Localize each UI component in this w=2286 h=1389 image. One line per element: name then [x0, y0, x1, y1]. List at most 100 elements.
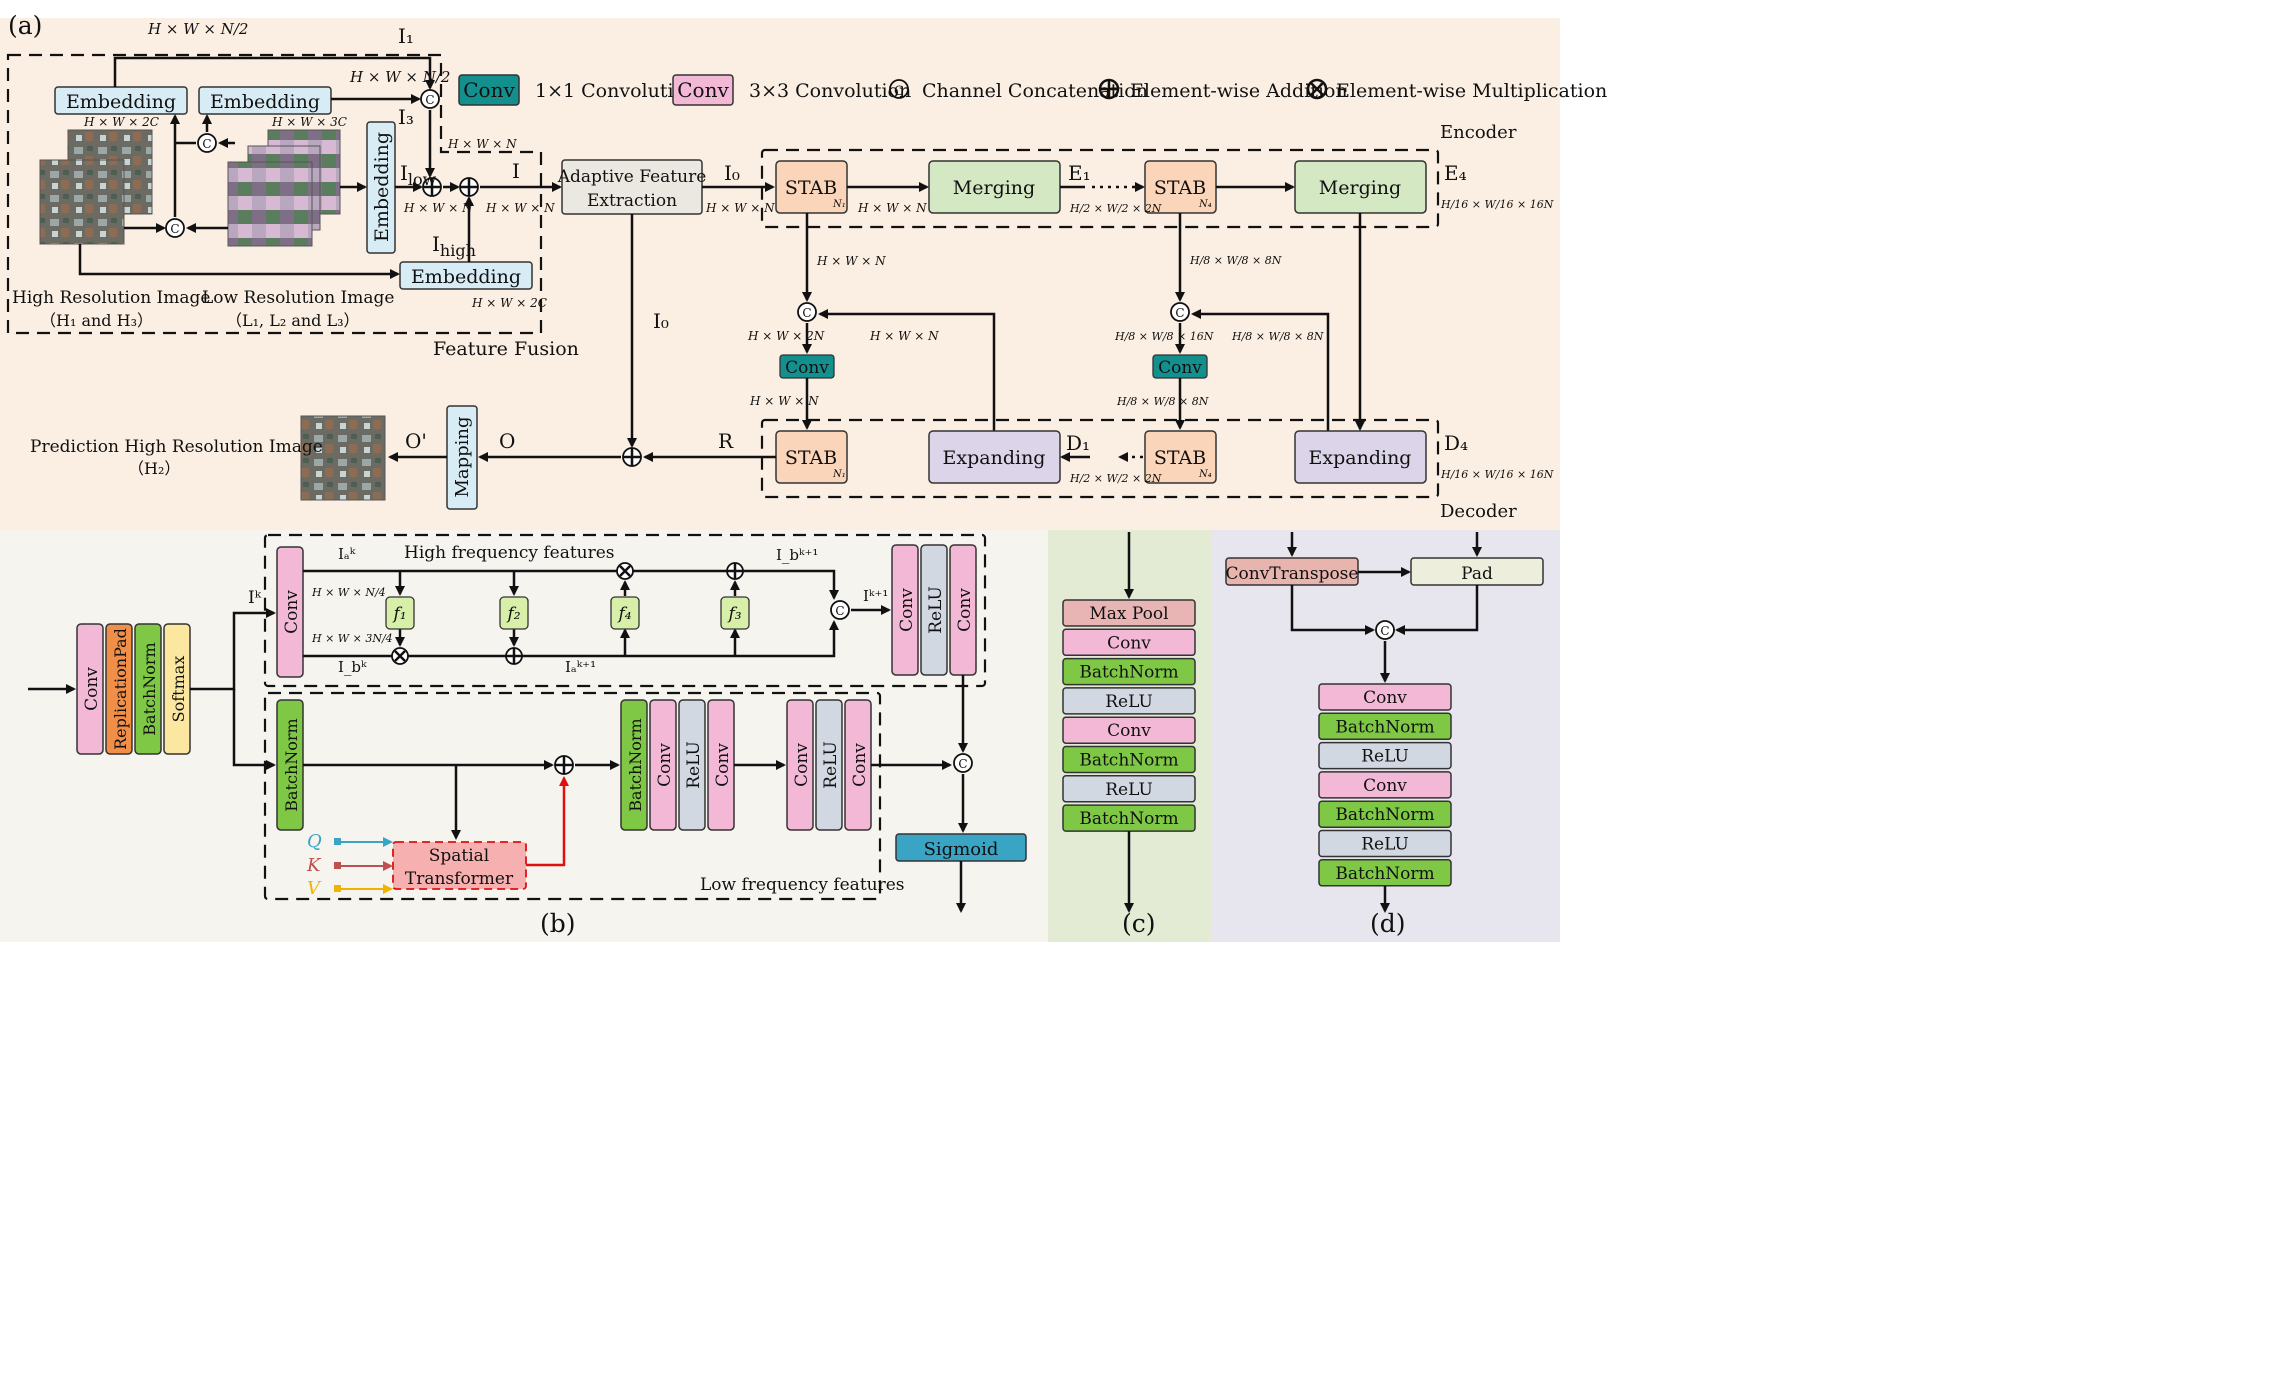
merging-4: Merging	[1294, 160, 1427, 214]
feature-fusion-region	[6, 53, 543, 335]
f3-box: f₃	[720, 596, 750, 630]
b-high-out-relu: ReLU	[920, 544, 948, 676]
concat-node-decoder-4: C	[1170, 302, 1190, 322]
arrow-expanding4-to-concat	[1191, 309, 1330, 431]
legend-concat-icon-letter: C	[894, 84, 904, 99]
svg-text:Conv: Conv	[1363, 688, 1407, 708]
conv1x1-decoder-1: Conv	[779, 354, 835, 379]
dim-hw2n-decoder: H × W × 2N	[747, 329, 825, 343]
panel-d-label: (d)	[1370, 909, 1406, 938]
label-I: I	[512, 159, 520, 183]
mul-node-bottom	[391, 647, 409, 665]
dim-hwn2-right: H × W × N/2	[349, 68, 450, 86]
k-square	[334, 862, 341, 869]
svg-text:Adaptive Feature: Adaptive Feature	[557, 167, 707, 187]
legend-conv3x3-chip-label: Conv	[677, 78, 729, 102]
dim-hwn-skip-1: H × W × N	[816, 254, 886, 268]
embedding-box-vertical: Embedding	[366, 121, 396, 254]
svg-text:ReLU: ReLU	[821, 741, 841, 789]
panel-d-stack: ConvBatchNormReLUConvBatchNormReLUBatchN…	[1318, 683, 1452, 887]
concat-node-final: C	[953, 753, 973, 773]
dim-hwn2-top: H × W × N/2	[147, 20, 248, 38]
arrow-embed1-to-concat1	[113, 56, 435, 90]
svg-text:C: C	[802, 306, 811, 320]
arrow-b-to-high	[190, 608, 276, 691]
legend-add-icon	[1098, 78, 1120, 100]
svg-text:C: C	[202, 137, 211, 151]
svg-text:Conv: Conv	[897, 588, 917, 632]
label-Iak: Iₐᵏ	[338, 545, 356, 563]
svg-text:N₄: N₄	[1198, 469, 1212, 480]
label-Ibk1: I_bᵏ⁺¹	[776, 546, 818, 564]
concat-node-decoder-1: C	[797, 302, 817, 322]
arrow-convtranspose-to-concat	[1290, 585, 1375, 635]
embedding-box-3: Embedding	[399, 261, 533, 290]
svg-text:BatchNorm: BatchNorm	[140, 642, 159, 735]
dim-hwn-afe: H × W × N	[705, 201, 775, 215]
stab-encoder-1: STAB N₁	[775, 160, 848, 214]
d-layer-conv-1: Conv	[1318, 683, 1452, 711]
svg-text:ReplicationPad: ReplicationPad	[111, 628, 130, 750]
svg-text:Conv: Conv	[713, 743, 733, 787]
svg-text:Embedding: Embedding	[371, 132, 393, 242]
label-I3: I₃	[398, 105, 414, 129]
high-res-image-sublabel: （H₁ and H₃）	[40, 311, 153, 330]
high-frequency-label: High frequency features	[404, 543, 615, 563]
stab-decoder-4: STAB N₄	[1144, 430, 1217, 484]
svg-text:Sigmoid: Sigmoid	[924, 839, 999, 860]
mapping-box: Mapping	[446, 405, 478, 510]
b-conv: Conv	[76, 623, 104, 755]
b-low-conv4: Conv	[844, 699, 872, 831]
low-frequency-region	[263, 691, 882, 901]
arrow-high-top-path	[303, 569, 839, 600]
svg-text:C: C	[425, 93, 434, 107]
concat-node-d: C	[1375, 620, 1395, 640]
svg-text:BatchNorm: BatchNorm	[1335, 805, 1434, 825]
dim-h8w8-8n-decoder: H/8 × W/8 × 8N	[1116, 395, 1209, 408]
encoder-label: Encoder	[1440, 122, 1517, 143]
svg-text:C: C	[835, 604, 844, 618]
svg-text:BatchNorm: BatchNorm	[1335, 717, 1434, 737]
label-I1: I₁	[398, 24, 414, 48]
svg-text:BatchNorm: BatchNorm	[1079, 751, 1178, 771]
convtranspose-box: ConvTranspose	[1225, 557, 1359, 586]
legend-conv3x3-text: 3×3 Convolution	[749, 80, 911, 102]
dim-hwn-expanding-1: H × W × N	[869, 329, 939, 343]
svg-text:Embedding: Embedding	[210, 91, 320, 113]
c-layer-max-pool-1: Max Pool	[1062, 599, 1196, 627]
adaptive-feature-extraction-box: Adaptive Feature Extraction	[557, 159, 707, 215]
label-V: V	[307, 878, 322, 899]
svg-text:Mapping: Mapping	[452, 416, 473, 497]
arrow-hr-to-embed3	[78, 244, 400, 279]
d-layer-batchnorm-5: BatchNorm	[1318, 800, 1452, 828]
svg-text:Merging: Merging	[1319, 177, 1401, 199]
f1-box: f₁	[385, 596, 415, 630]
svg-text:N₁: N₁	[832, 199, 846, 210]
d-layer-batchnorm-7: BatchNorm	[1318, 859, 1452, 887]
dim-h8w8-16n: H/8 × W/8 × 16N	[1114, 330, 1214, 343]
high-res-image-label: High Resolution Image	[12, 288, 210, 308]
svg-text:ReLU: ReLU	[1361, 835, 1409, 855]
prediction-sublabel: （H₂）	[128, 459, 180, 478]
svg-text:Conv: Conv	[1158, 358, 1202, 378]
svg-text:Conv: Conv	[850, 743, 870, 787]
arrow-expanding1-to-concat	[818, 309, 996, 431]
label-I0-skip: I₀	[653, 309, 669, 333]
legend-conv1x1-chip	[458, 74, 520, 106]
svg-text:C: C	[1380, 624, 1389, 638]
label-Q: Q	[307, 831, 322, 852]
dim-h2w2-2n-encoder: H/2 × W/2 × 2N	[1069, 202, 1162, 215]
svg-text:f₂: f₂	[505, 604, 520, 624]
svg-text:C: C	[170, 222, 179, 236]
dim-hwn-fusion-out: H × W × N	[485, 201, 555, 215]
legend-mul-icon	[1306, 78, 1328, 100]
low-res-image-sublabel: （L₁, L₂ and L₃）	[226, 311, 360, 330]
concat-node-high: C	[830, 600, 850, 620]
add-node-low-freq	[554, 755, 574, 775]
dim-n4: H × W × N/4	[311, 586, 386, 599]
svg-text:ReLU: ReLU	[684, 741, 704, 789]
svg-text:BatchNorm: BatchNorm	[626, 718, 645, 811]
svg-text:N₁: N₁	[832, 469, 846, 480]
add-node-top	[726, 562, 744, 580]
expanding-1: Expanding	[928, 430, 1061, 484]
